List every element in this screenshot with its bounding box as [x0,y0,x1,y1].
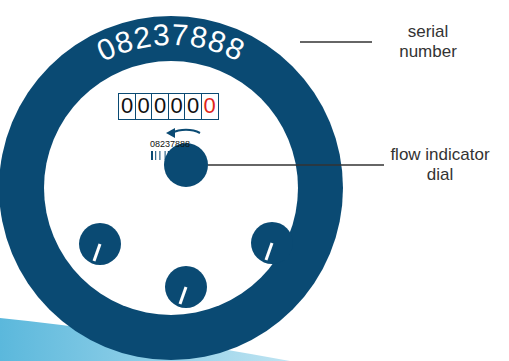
meter-digit: 0 [137,94,149,118]
digit-box: 0 [184,93,202,120]
flow-indicator-dial [164,143,208,187]
dial-leader-line [208,164,384,165]
digit-box: 0 [201,93,219,120]
digit-box: 0 [168,93,186,120]
barcode-number: 08237888 [140,139,200,149]
rotation-arrowhead [166,128,175,138]
digit-box: 0 [151,93,169,120]
meter-face [44,61,298,315]
small-dials [79,222,293,308]
meter-digit: 0 [203,94,215,118]
meter-digit: 0 [121,94,133,118]
rotation-arrow [172,130,200,133]
meter-ring [0,16,343,360]
callout-label: serial number [378,22,478,62]
digit-box: 0 [118,93,136,120]
meter-digit: 0 [154,94,166,118]
serial-number-text: 08237888 [92,18,251,68]
meter-digit: 0 [187,94,199,118]
serial-leader-line [300,41,372,42]
digit-box: 0 [135,93,153,120]
callout-label: flow indicator dial [390,145,490,185]
meter-digit: 0 [170,94,182,118]
